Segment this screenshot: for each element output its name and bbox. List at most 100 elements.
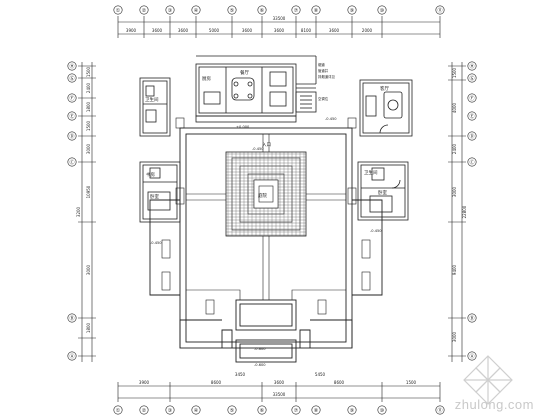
- dimension-text: 3000: [452, 186, 457, 197]
- grid-bubble: [311, 5, 321, 15]
- grid-bubble: [67, 111, 77, 121]
- grid-bubble: [191, 405, 201, 415]
- grid-label: Ⓑ: [469, 315, 474, 322]
- left-top-block: [139, 77, 171, 137]
- dimension-text: 8100: [301, 28, 312, 33]
- room-label-bathroom-left: 卫生间: [145, 96, 159, 103]
- grid-bubble: [227, 405, 237, 415]
- grid-bubble: [435, 5, 445, 15]
- grid-bubble: [377, 405, 387, 415]
- bottom-dimension-chain: [117, 382, 441, 402]
- dimension-text: 1500: [452, 67, 457, 78]
- grid-label: ①: [116, 408, 121, 414]
- dimension-text: 2000: [362, 28, 373, 33]
- grid-label: ⑦: [294, 408, 299, 414]
- grid-bubble: [257, 405, 267, 415]
- grid-bubble: [67, 351, 77, 361]
- grid-label: Ⓑ: [69, 315, 74, 322]
- grid-bubble: [467, 93, 477, 103]
- level-mark: -0.600: [254, 347, 266, 351]
- dimension-total: 33500: [273, 16, 286, 21]
- grid-label: ④: [194, 408, 199, 414]
- grid-label: Ⓔ: [69, 113, 74, 120]
- grid-label: Ⓓ: [69, 133, 74, 140]
- grid-label: ①: [116, 8, 121, 14]
- level-mark: -0.450: [252, 147, 264, 151]
- note-text: 空调位: [318, 96, 329, 101]
- grid-bubble: [67, 157, 77, 167]
- right-living-block: [359, 79, 413, 137]
- grid-bubble: [67, 313, 77, 323]
- grid-label: Ⓖ: [69, 75, 74, 82]
- grid-label: ⑨: [350, 408, 354, 414]
- grid-label: Ⓕ: [469, 95, 474, 102]
- level-mark: -0.600: [254, 363, 266, 367]
- dimension-text: 5000: [209, 28, 220, 33]
- grid-bubble: [467, 111, 477, 121]
- grid-bubble: [67, 61, 77, 71]
- dimension-text: 3600: [178, 28, 189, 33]
- level-mark: -0.450: [150, 241, 162, 245]
- note-text: 排烟道详见: [318, 74, 336, 79]
- grid-bubble: [291, 405, 301, 415]
- grid-label: ⑪: [437, 7, 442, 14]
- grid-label: ⑥: [260, 8, 265, 14]
- grid-label: Ⓔ: [469, 113, 474, 120]
- grid-bubble: [291, 5, 301, 15]
- grid-label: ⑪: [437, 407, 442, 414]
- grid-label: Ⓐ: [69, 353, 74, 360]
- dimension-text: 3600: [274, 28, 285, 33]
- grid-bubble: [347, 5, 357, 15]
- columns: [161, 117, 371, 315]
- grid-bubble: [165, 5, 175, 15]
- dimension-text: 1800: [86, 101, 91, 112]
- room-label-bedroom-left: 卧室: [150, 193, 159, 200]
- grid-label: Ⓗ: [69, 63, 74, 70]
- dimension-total: 33500: [273, 392, 286, 397]
- dimension-text: 9400: [452, 264, 457, 275]
- dimension-text: 3000: [86, 143, 91, 154]
- left-bedroom-block: [139, 161, 181, 223]
- right-bedroom-block: [357, 161, 409, 221]
- grid-label: Ⓖ: [469, 75, 474, 82]
- dimension-text: 3000: [86, 264, 91, 275]
- grid-label: ③: [168, 408, 172, 414]
- level-mark: -0.450: [325, 117, 337, 121]
- grid-bubble: [467, 73, 477, 83]
- grid-label: Ⓒ: [469, 159, 474, 166]
- dimension-text: 3000: [452, 331, 457, 342]
- grid-bubble: [227, 5, 237, 15]
- level-mark: -0.450: [370, 229, 382, 233]
- dimension-text: 2400: [452, 143, 457, 154]
- grid-bubble: [67, 131, 77, 141]
- grid-label: ⑦: [294, 8, 299, 14]
- top-middle-block: [195, 55, 317, 123]
- grid-bubble: [191, 5, 201, 15]
- grid-bubble: [467, 351, 477, 361]
- grid-label: ⑩: [380, 8, 385, 14]
- dimension-text: 10950: [86, 185, 91, 198]
- level-mark: ±0.000: [236, 125, 250, 129]
- dimension-text: 3450: [235, 372, 246, 377]
- room-label-bathroom-right: 卫生间: [364, 169, 378, 176]
- grid-label: Ⓒ: [69, 159, 74, 166]
- dimension-text: 3600: [242, 28, 253, 33]
- watermark-logo-icon: [463, 355, 513, 405]
- dimension-text: 1500: [86, 66, 91, 77]
- room-label-bedroom-right: 卧室: [378, 189, 387, 196]
- grid-bubble: [67, 73, 77, 83]
- dimension-text: 5450: [315, 372, 326, 377]
- grid-bubble: [347, 405, 357, 415]
- grid-bubble: [139, 5, 149, 15]
- grid-bubble: [467, 157, 477, 167]
- dimension-total: 3200: [76, 206, 81, 217]
- grid-bubble: [467, 61, 477, 71]
- dimension-text: 3900: [126, 28, 137, 33]
- dimension-total: 22800: [462, 205, 467, 218]
- note-text: 烟道: [318, 62, 325, 67]
- grid-label: ⑤: [230, 8, 234, 14]
- dimension-text: 8600: [334, 380, 345, 385]
- room-label-living: 客厅: [380, 85, 389, 92]
- room-label-kitchen: 厨房: [202, 75, 211, 82]
